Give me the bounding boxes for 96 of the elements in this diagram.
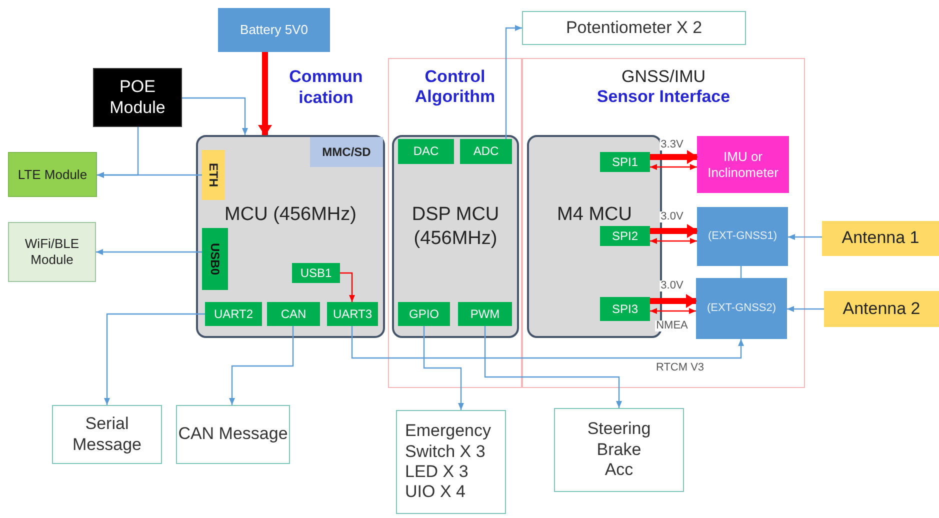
output-box [52, 405, 162, 464]
box-label: UIO X 4 [405, 482, 466, 503]
interface-label: SPI2 [612, 228, 638, 244]
connector-arrow [787, 306, 824, 312]
interface-label: GPIO [408, 306, 439, 322]
section-region [388, 58, 522, 388]
section-heading: GNSS/IMU [621, 67, 706, 88]
box-label: Potentiometer X 2 [566, 18, 702, 38]
interface-label: UART2 [214, 306, 254, 322]
interface-tag [458, 302, 512, 326]
interface-label: DAC [413, 144, 439, 159]
battery-box [218, 8, 330, 52]
power-arrow [258, 52, 272, 136]
connector-arrow [96, 249, 202, 255]
interface-tag [292, 263, 340, 283]
interface-tag [327, 302, 378, 326]
connector-arrow [351, 326, 744, 359]
connector-arrow [97, 172, 202, 178]
box-label: Switch X 3 [405, 442, 486, 462]
box-label: LTE Module [18, 166, 88, 182]
antenna-box [822, 221, 939, 256]
output-box [554, 408, 684, 492]
box-label: WiFi/BLE Module [24, 236, 80, 268]
box-label: (EXT-GNSS2) [706, 302, 776, 316]
interface-tag [205, 302, 262, 326]
connector-arrow [788, 234, 822, 240]
box-label: MMC/SD [322, 144, 371, 160]
box-label: IMU or Inclinometer [706, 148, 780, 180]
box-label: Antenna 1 [842, 228, 920, 249]
connector-arrow [229, 326, 294, 405]
section-region [522, 58, 805, 388]
connector-arrow [104, 313, 205, 405]
power-arrow [650, 294, 697, 308]
connector-arrow [340, 272, 355, 302]
edge-label: RTCM V3 [654, 362, 706, 374]
module-box [8, 222, 96, 282]
interface-tag [202, 150, 225, 200]
edge-label: 3.3V [660, 140, 684, 150]
connector-arrow [650, 308, 696, 314]
interface-tag [310, 137, 383, 167]
interface-label: SPI3 [612, 302, 638, 316]
antenna-box [824, 291, 939, 327]
box-label: (EXT-GNSS1) [708, 230, 778, 244]
section-heading: Control Algorithm [414, 67, 496, 108]
section-heading: Commun ication [288, 66, 364, 108]
box-label: Brake [596, 440, 642, 460]
mcu-label: MCU (456MHz) [224, 203, 358, 227]
output-box [176, 405, 290, 464]
mcu-block [392, 135, 519, 338]
power-arrow [650, 150, 698, 164]
box-label: Battery 5V0 [240, 22, 308, 38]
potentiometer-box [522, 11, 746, 45]
connector-arrow [505, 25, 522, 139]
edge-label: 3.0V [660, 212, 684, 222]
gnss-receiver-box [696, 278, 787, 339]
interface-tag [398, 302, 450, 326]
interface-label: CAN [280, 306, 306, 322]
connector-arrow [650, 238, 697, 244]
gnss-receiver-box [697, 207, 788, 266]
sensor-box [697, 136, 789, 193]
mcu-label: DSP MCU (456MHz) [410, 203, 500, 250]
interface-label: PWM [470, 306, 500, 322]
output-box [396, 410, 506, 514]
box-label: Steering [587, 419, 651, 440]
connector-arrow [182, 97, 248, 135]
box-label: USB0 [208, 242, 222, 275]
connector-arrow [484, 326, 622, 408]
interface-tag [398, 139, 454, 164]
edge-label: 3.0V [660, 280, 684, 292]
box-label: POE Module [108, 77, 166, 118]
edge-label: NMEA [655, 320, 689, 332]
interface-label: SPI1 [612, 154, 638, 170]
section-heading: Sensor Interface [596, 87, 730, 108]
power-arrow [650, 224, 698, 238]
module-box [8, 152, 97, 197]
box-label: CAN Message [178, 424, 288, 445]
interface-tag [202, 228, 228, 290]
connector-arrow [650, 164, 697, 170]
box-label: LED X 3 [405, 462, 468, 482]
box-label: Antenna 2 [842, 298, 920, 320]
interface-tag [267, 302, 320, 326]
interface-tag [600, 226, 650, 246]
mcu-label: M4 MCU [556, 203, 633, 227]
box-label: Emergency [405, 421, 491, 442]
box-label: Acc [604, 460, 634, 481]
interface-tag [600, 152, 650, 172]
module-box [93, 68, 182, 127]
interface-label: USB1 [300, 266, 332, 280]
box-label: ETH [206, 163, 221, 187]
interface-label: ADC [473, 144, 499, 159]
box-label: Serial Message [72, 414, 142, 455]
mcu-block [196, 135, 385, 338]
interface-tag [460, 139, 512, 164]
connector-arrow [423, 326, 464, 410]
interface-label: UART3 [332, 306, 372, 322]
interface-tag [600, 297, 650, 321]
